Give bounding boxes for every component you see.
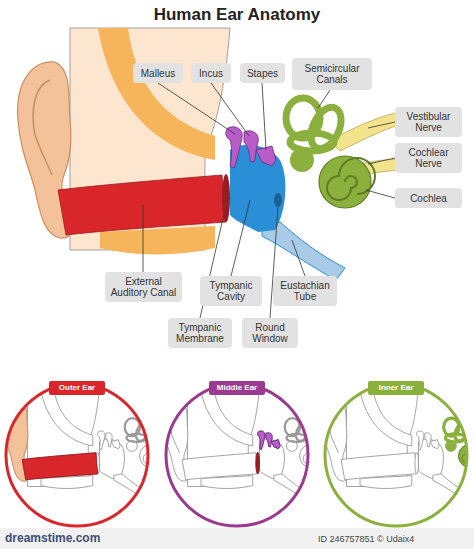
node-text: Cochlea (410, 193, 447, 204)
section-tag: Middle Ear (209, 381, 265, 395)
section-tag: Outer Ear (49, 381, 105, 395)
ear-cross-section (18, 28, 412, 280)
node-text: Cochlear Nerve (399, 147, 458, 169)
part-label: Vestibular Nerve (395, 107, 462, 137)
node-text: External Auditory Canal (109, 276, 178, 298)
node-text: Middle Ear (217, 383, 257, 393)
part-label: External Auditory Canal (105, 272, 182, 302)
part-label: Incus (191, 63, 231, 83)
node-text: Tympanic Membrane (172, 322, 228, 344)
part-label: Tympanic Membrane (168, 318, 232, 348)
part-label: Round Window (242, 318, 298, 348)
node-text: Eustachian Tube (277, 280, 333, 302)
part-label: Cochlea (395, 188, 462, 208)
part-label: Eustachian Tube (273, 276, 337, 306)
node-text: Round Window (246, 322, 294, 344)
part-label: Stapes (240, 63, 285, 83)
part-label: Cochlear Nerve (395, 143, 462, 173)
watermark: dreamstime.com (5, 531, 100, 545)
node-text: Tympanic Cavity (204, 280, 258, 302)
node-text: Stapes (247, 68, 278, 79)
part-label: Tympanic Cavity (200, 276, 262, 306)
part-label: Semicircular Canals (292, 58, 372, 90)
node-text: Malleus (141, 68, 175, 79)
diagram-title: Human Ear Anatomy (0, 5, 474, 25)
footer-strip (0, 528, 474, 549)
node-text: Semicircular Canals (296, 63, 368, 85)
part-label: Malleus (133, 63, 183, 83)
node-text: Outer Ear (59, 383, 95, 393)
node-text: Incus (199, 68, 223, 79)
inner-ear-inset (323, 384, 474, 526)
node-text: Inner Ear (379, 383, 414, 393)
outer-ear-inset (4, 384, 181, 526)
middle-ear-inset (164, 384, 341, 526)
section-tag: Inner Ear (368, 381, 424, 395)
node-text: Vestibular Nerve (399, 111, 458, 133)
image-id: ID 246757851 © Udaix4 (318, 534, 414, 544)
